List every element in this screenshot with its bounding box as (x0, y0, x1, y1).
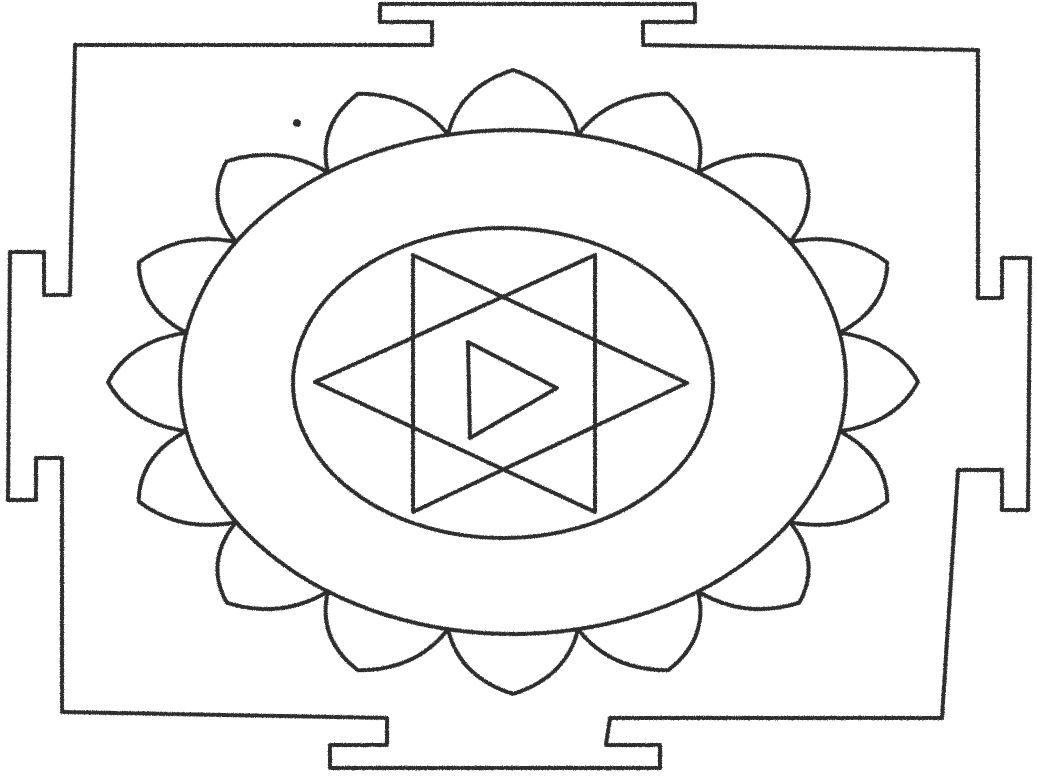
lotus-petal (840, 333, 918, 431)
triangle-left (315, 255, 595, 512)
inner-triangle (468, 342, 557, 438)
lotus-petal (448, 629, 578, 694)
lotus-petal (790, 239, 887, 333)
lotus-petal (578, 94, 700, 173)
outer-ellipse (180, 130, 846, 634)
lotus-petal (698, 155, 809, 242)
lotus-petal (139, 431, 236, 525)
ink-speck (293, 119, 301, 127)
inner-ellipse (293, 228, 713, 538)
outer-square-frame (8, 4, 1030, 768)
lotus-petal (698, 522, 809, 609)
lotus-petal (326, 592, 448, 671)
lotus-petals (108, 70, 918, 694)
lotus-petal (578, 592, 700, 671)
lotus-petal (108, 333, 186, 431)
lotus-petal (326, 94, 448, 173)
lotus-petal (790, 431, 887, 525)
lotus-petal (217, 522, 328, 609)
lotus-petal (217, 155, 328, 242)
lotus-petal (448, 70, 578, 135)
lotus-petal (139, 239, 236, 333)
